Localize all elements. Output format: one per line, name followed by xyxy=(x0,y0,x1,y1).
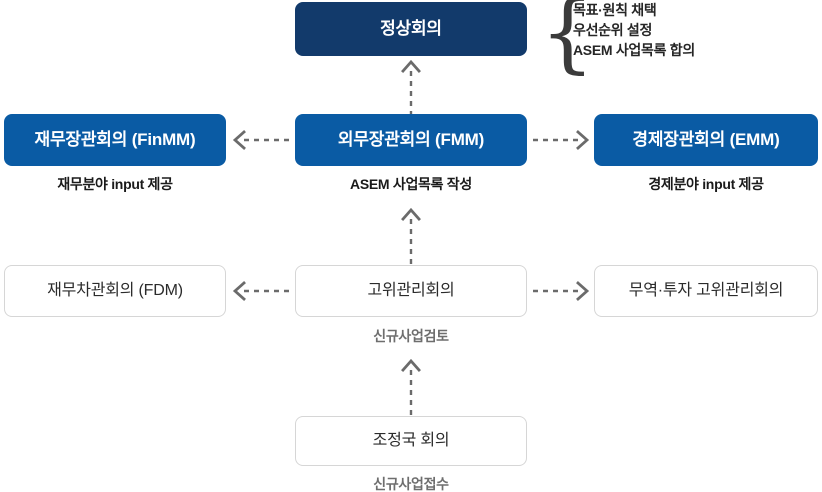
arrow-som-to-somti xyxy=(533,281,590,301)
summit-notes-list: 목표·원칙 채택 우선순위 설정 ASEM 사업목록 합의 xyxy=(573,0,695,60)
box-summit: 정상회의 xyxy=(295,2,527,56)
box-fdm: 재무차관회의 (FDM) xyxy=(4,265,226,317)
box-som: 고위관리회의 xyxy=(295,265,527,317)
box-fmm: 외무장관회의 (FMM) xyxy=(295,114,527,166)
arrow-som-to-fmm xyxy=(401,207,421,264)
box-coordinator: 조정국 회의 xyxy=(295,416,527,466)
caption-emm: 경제분야 input 제공 xyxy=(648,176,764,192)
arrow-fmm-to-emm xyxy=(533,130,590,150)
summit-note-2: ASEM 사업목록 합의 xyxy=(573,42,695,58)
caption-finmm: 재무분야 input 제공 xyxy=(57,176,173,192)
arrow-fmm-to-finmm xyxy=(232,130,289,150)
arrow-coordinator-to-som xyxy=(401,358,421,415)
summit-note-0: 목표·원칙 채택 xyxy=(573,2,657,18)
curly-brace-icon: { xyxy=(540,0,595,83)
caption-fmm: ASEM 사업목록 작성 xyxy=(350,176,472,192)
arrow-fmm-to-summit xyxy=(401,59,421,116)
caption-coordinator: 신규사업접수 xyxy=(373,476,449,492)
box-somti: 무역·투자 고위관리회의 xyxy=(594,265,818,317)
summit-note-1: 우선순위 설정 xyxy=(573,22,653,38)
box-emm: 경제장관회의 (EMM) xyxy=(594,114,818,166)
arrow-som-to-fdm xyxy=(232,281,289,301)
caption-som: 신규사업검토 xyxy=(373,328,449,344)
box-finmm: 재무장관회의 (FinMM) xyxy=(4,114,226,166)
